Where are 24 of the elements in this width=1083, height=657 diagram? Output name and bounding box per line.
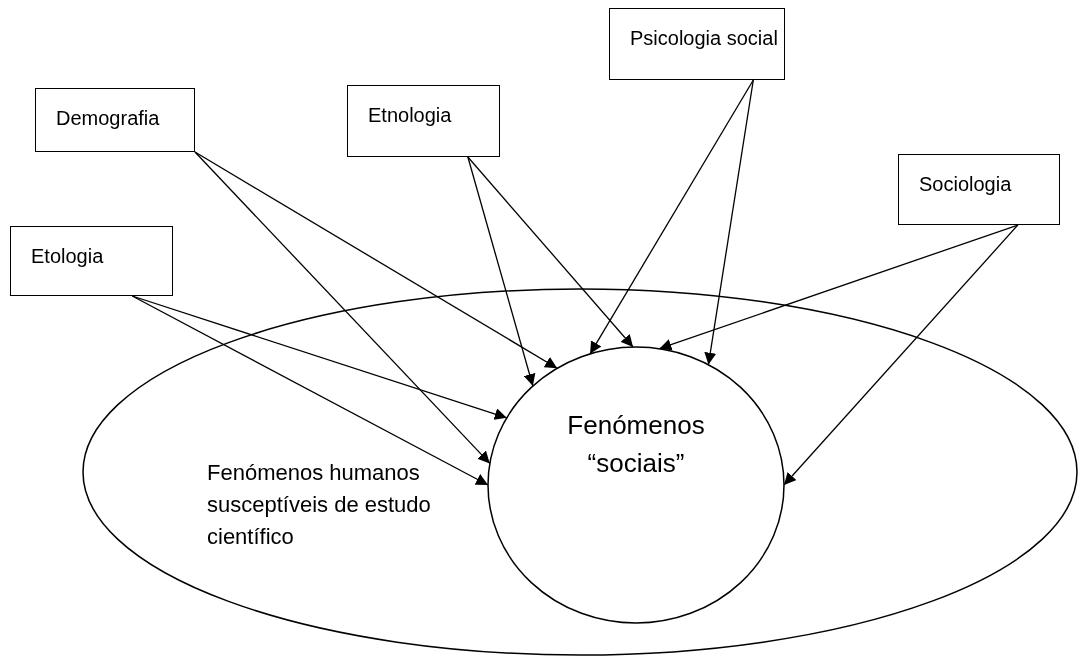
arrow — [194, 151, 558, 369]
node-label: Fenómenos humanos susceptíveis de estudo científico — [207, 459, 432, 551]
node-label: Fenómenos “sociais” — [566, 409, 706, 480]
box — [35, 88, 195, 152]
arrow — [704, 79, 754, 366]
node-label: Etologia — [31, 245, 104, 268]
arrow — [589, 79, 754, 355]
arrow — [658, 224, 1019, 351]
arrow — [194, 151, 491, 465]
box — [898, 154, 1060, 225]
arrow — [467, 156, 634, 348]
box — [10, 226, 173, 296]
arrow — [467, 156, 536, 387]
inner-circle — [488, 347, 784, 623]
node-label: Etnologia — [368, 104, 452, 127]
outer-ellipse — [83, 289, 1077, 655]
node-label: Psicologia social — [630, 27, 778, 50]
node-label: Sociologia — [919, 173, 1012, 196]
arrow — [131, 295, 508, 420]
box — [609, 8, 785, 80]
arrow — [131, 295, 489, 486]
node-label: Demografia — [56, 107, 160, 130]
box — [347, 85, 500, 157]
arrow — [783, 224, 1019, 486]
